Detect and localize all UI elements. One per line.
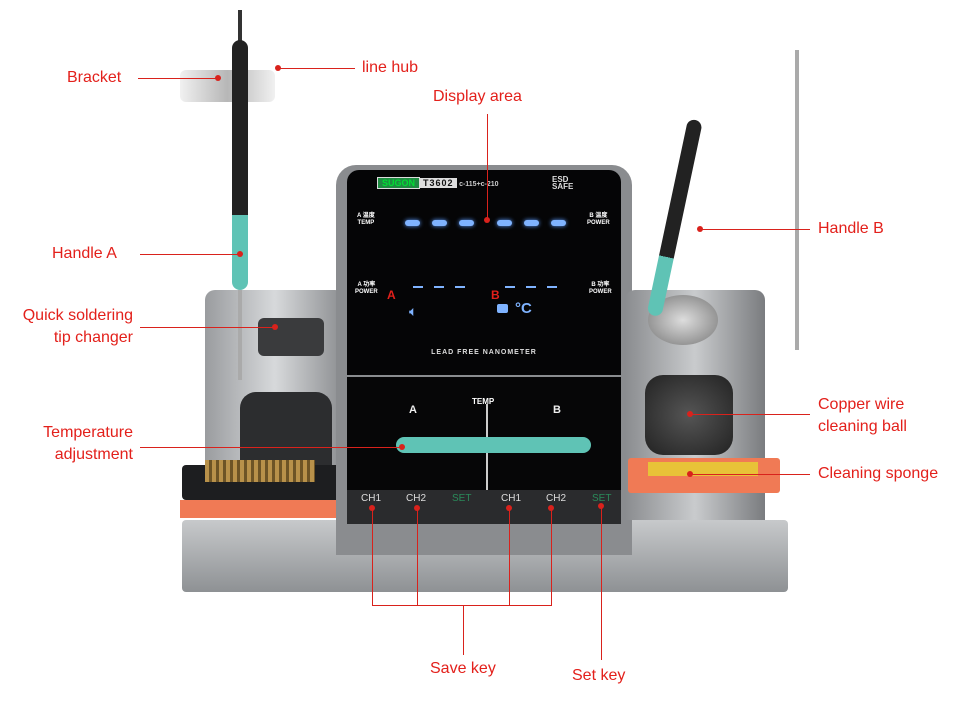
unlock-icon: [497, 304, 508, 313]
handle-b-stand: [795, 50, 799, 350]
a-temp-label: A 温度: [357, 213, 375, 219]
label-display-area: Display area: [433, 88, 522, 105]
handle-a: [232, 40, 248, 290]
speaker-icon: 🔈︎: [409, 303, 418, 319]
key-ch1-b[interactable]: CH1: [501, 493, 522, 504]
temp-label: TEMP: [472, 397, 495, 406]
label-handle-a: Handle A: [52, 245, 117, 262]
slider-a-label: A: [409, 404, 417, 416]
slider-b-label: B: [553, 404, 561, 416]
control-panel: [347, 377, 621, 492]
temp-divider: [486, 404, 488, 514]
bracket: [180, 70, 275, 102]
key-set-a[interactable]: SET: [452, 493, 472, 504]
temperature-slider[interactable]: [396, 437, 591, 453]
key-ch2-b[interactable]: CH2: [546, 493, 567, 504]
model-label: T3602: [420, 178, 457, 188]
left-orange-strip: [180, 500, 345, 518]
key-ch1-a[interactable]: CH1: [361, 493, 382, 504]
handle-a-tip: [238, 290, 242, 380]
label-set-key: Set key: [572, 667, 626, 684]
label-bracket: Bracket: [67, 69, 122, 86]
brand-label: SUGON: [377, 177, 421, 189]
a-power-label: A 功率: [357, 282, 376, 288]
channel-a-indicator: A: [387, 288, 396, 302]
brass-tips: [205, 460, 315, 482]
label-cleaning-sponge: Cleaning sponge: [818, 465, 939, 482]
handle-b: [646, 118, 703, 318]
tip-models: c-115+c-210: [459, 181, 499, 188]
cleaning-sponge: [648, 462, 758, 476]
key-row: [347, 490, 621, 524]
label-handle-b: Handle B: [818, 220, 884, 237]
b-power-label: B 功率: [591, 282, 610, 288]
slogan: LEAD FREE NANOMETER: [431, 349, 537, 356]
label-save-key: Save key: [430, 660, 496, 677]
channel-b-indicator: B: [491, 288, 500, 302]
celsius-icon: °C: [515, 300, 532, 317]
b-temp-label: B 温度: [589, 213, 608, 219]
key-ch2-a[interactable]: CH2: [406, 493, 427, 504]
label-line-hub: line hub: [362, 59, 419, 76]
key-set-b[interactable]: SET: [592, 493, 612, 504]
tip-changer: [258, 318, 324, 356]
